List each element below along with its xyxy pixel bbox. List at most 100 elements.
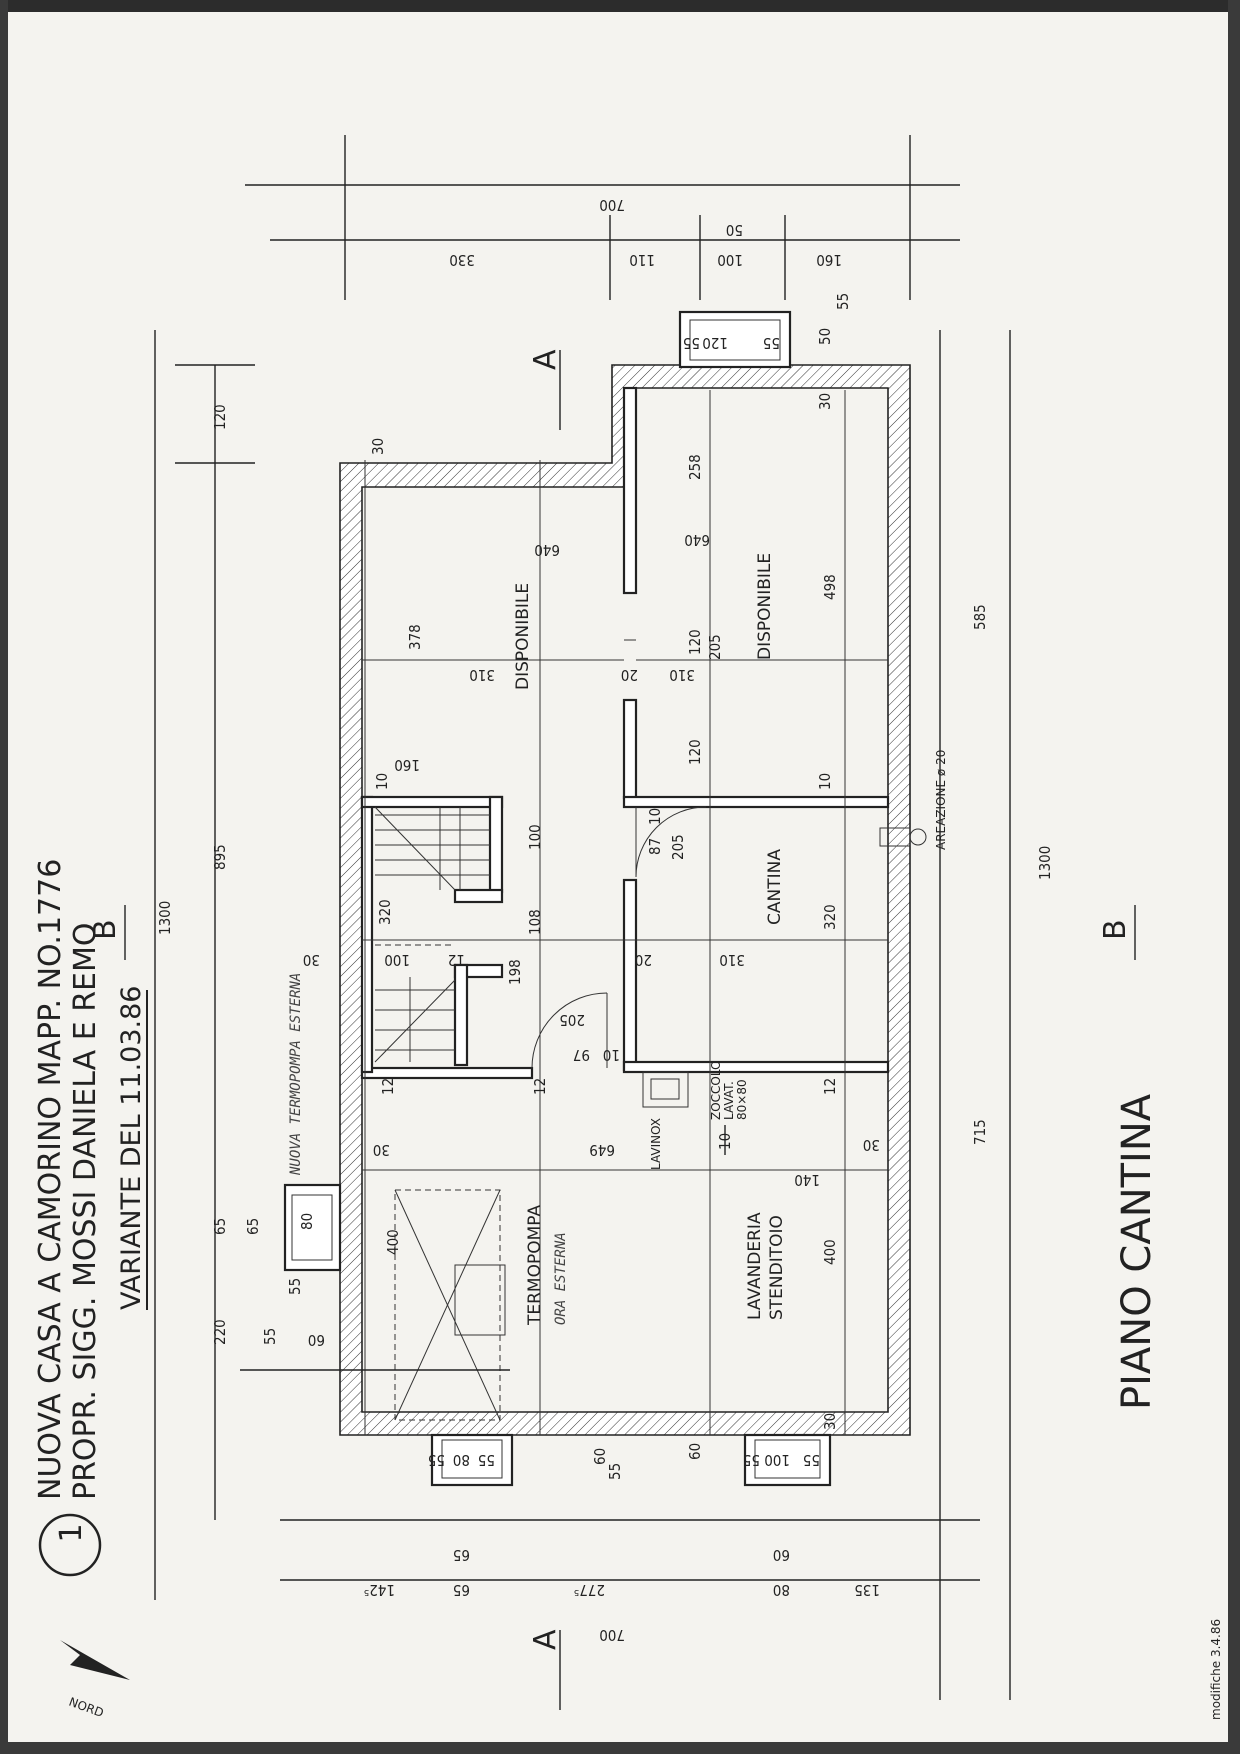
dim-320b: 320	[821, 904, 839, 930]
dim-135: 135	[854, 1581, 880, 1599]
dim-20a: 20	[621, 666, 638, 684]
dim-30b: 30	[303, 951, 320, 969]
room-termopompa: TERMOPOMPA	[525, 1205, 545, 1326]
dim-160-top: 160	[816, 251, 842, 269]
label-zoccolo-1: ZOCCOLO	[709, 1060, 723, 1120]
dim-12d: 12	[821, 1078, 839, 1095]
dim-160b: 160	[394, 756, 420, 774]
dim-60b: 60	[591, 1448, 609, 1465]
room-disponibile-1: DISPONIBILE	[513, 583, 533, 690]
dim-10c: 10	[646, 808, 664, 825]
north-arrow: NORD	[60, 1640, 130, 1720]
dim-10d: 10	[603, 1046, 620, 1064]
dim-97: 97	[573, 1046, 590, 1064]
dim-30f: 30	[821, 1413, 839, 1430]
dim-50: 50	[726, 221, 743, 239]
title-block: 1 NUOVA CASA A CAMORINO MAPP. NO.1776 PR…	[33, 859, 148, 1577]
dim-65b: 65	[244, 1218, 262, 1235]
dim-12c: 12	[531, 1078, 549, 1095]
dim-198: 198	[506, 959, 524, 985]
dim-142: 142⁵	[364, 1581, 395, 1599]
termopompa-note: ORA ESTERNA	[553, 1232, 569, 1325]
dim-30e: 30	[863, 1136, 880, 1154]
dim-895: 895	[211, 844, 229, 870]
areazione-pipe	[879, 827, 927, 847]
light-wells	[283, 310, 832, 1487]
section-mark-bottom: A	[528, 1629, 563, 1650]
dim-108: 108	[526, 909, 544, 935]
room-cantina: CANTINA	[765, 849, 785, 925]
dim-65c: 65	[453, 1546, 470, 1564]
door-swings	[531, 639, 707, 1069]
dim-55g: 55	[478, 1451, 495, 1469]
dim-378: 378	[406, 624, 424, 650]
section-mark-b-left: B	[88, 919, 123, 940]
dim-140: 140	[794, 1171, 820, 1189]
dim-12b: 12	[379, 1078, 397, 1095]
section-markers: A A B B	[88, 349, 1136, 1710]
dim-640a: 640	[534, 541, 560, 559]
room-labels: DISPONIBILE DISPONIBILE CANTINA TERMOPOM…	[288, 553, 948, 1326]
room-disponibile-2: DISPONIBILE	[755, 553, 775, 660]
dim-30a: 30	[369, 438, 387, 455]
label-lavinox: LAVINOX	[649, 1118, 663, 1170]
section-mark-b-right: B	[1098, 919, 1133, 940]
footer-note: modifiche 3.4.86	[1209, 1619, 1223, 1720]
title-line-2: PROPR. SIGG. MOSSI DANIELA E REMO	[68, 923, 103, 1501]
dim-55h: 55	[743, 1451, 760, 1469]
title-line-1: NUOVA CASA A CAMORINO MAPP. NO.1776	[33, 859, 68, 1500]
dim-310c: 310	[719, 951, 745, 969]
dim-60d: 60	[773, 1546, 790, 1564]
label-areazione: AREAZIONE ø 20	[934, 750, 948, 850]
dim-60c: 60	[686, 1443, 704, 1460]
dim-55c: 55	[683, 334, 700, 352]
staircase	[374, 806, 490, 1063]
dim-205c: 205	[559, 1011, 585, 1029]
dim-65d: 65	[453, 1581, 470, 1599]
dim-120a: 120	[686, 629, 704, 655]
dim-700-top: 700	[599, 196, 625, 214]
dim-120-window: 120	[702, 334, 728, 352]
sheet-number: 1	[54, 1523, 89, 1542]
dim-498: 498	[821, 574, 839, 600]
dim-12a: 12	[448, 951, 465, 969]
north-label: NORD	[67, 1695, 106, 1720]
internal-dim-lines	[362, 390, 888, 1435]
fixtures	[642, 1071, 726, 1155]
dim-20b: 20	[635, 951, 652, 969]
label-zoccolo-3: 80×80	[735, 1079, 749, 1120]
dim-100: 100	[717, 251, 743, 269]
dim-60: 60	[308, 1331, 325, 1349]
dim-10e: 10	[716, 1133, 734, 1150]
plan-title: PIANO CANTINA	[1114, 1093, 1160, 1410]
dim-55a: 55	[286, 1278, 304, 1295]
dim-258: 258	[686, 454, 704, 480]
dim-80b: 80	[453, 1451, 470, 1469]
dim-110: 110	[629, 251, 655, 269]
section-mark-top: A	[528, 349, 563, 370]
dim-55d: 55	[763, 334, 780, 352]
sheet-number-circle	[38, 1513, 102, 1577]
dim-65a: 65	[211, 1218, 229, 1235]
dimension-labels: 700 330 110 100 50 160 120 895 1300 220 …	[156, 196, 1054, 1644]
label-zoccolo-2: LAVAT.	[722, 1081, 736, 1120]
dim-310b: 310	[669, 666, 695, 684]
dim-649: 649	[589, 1141, 615, 1159]
dim-1300-left: 1300	[156, 901, 174, 935]
dim-10b: 10	[816, 773, 834, 790]
room-lavanderia: LAVANDERIA	[745, 1212, 765, 1320]
drawing-sheet	[8, 12, 1228, 1742]
room-stenditoio: STENDITOIO	[767, 1215, 787, 1320]
dim-400a: 400	[384, 1229, 402, 1255]
external-dim-lines	[154, 135, 1011, 1700]
dim-100c: 100	[384, 951, 410, 969]
dim-55i: 55	[803, 1451, 820, 1469]
variant-label: VARIANTE DEL 11.03.86	[116, 986, 147, 1310]
dim-277: 277⁵	[574, 1581, 605, 1599]
dim-55f: 55	[428, 1451, 445, 1469]
dim-55j: 55	[606, 1463, 624, 1480]
interior-walls	[360, 386, 890, 1080]
dim-220: 220	[211, 1319, 229, 1345]
dim-330: 330	[449, 251, 475, 269]
